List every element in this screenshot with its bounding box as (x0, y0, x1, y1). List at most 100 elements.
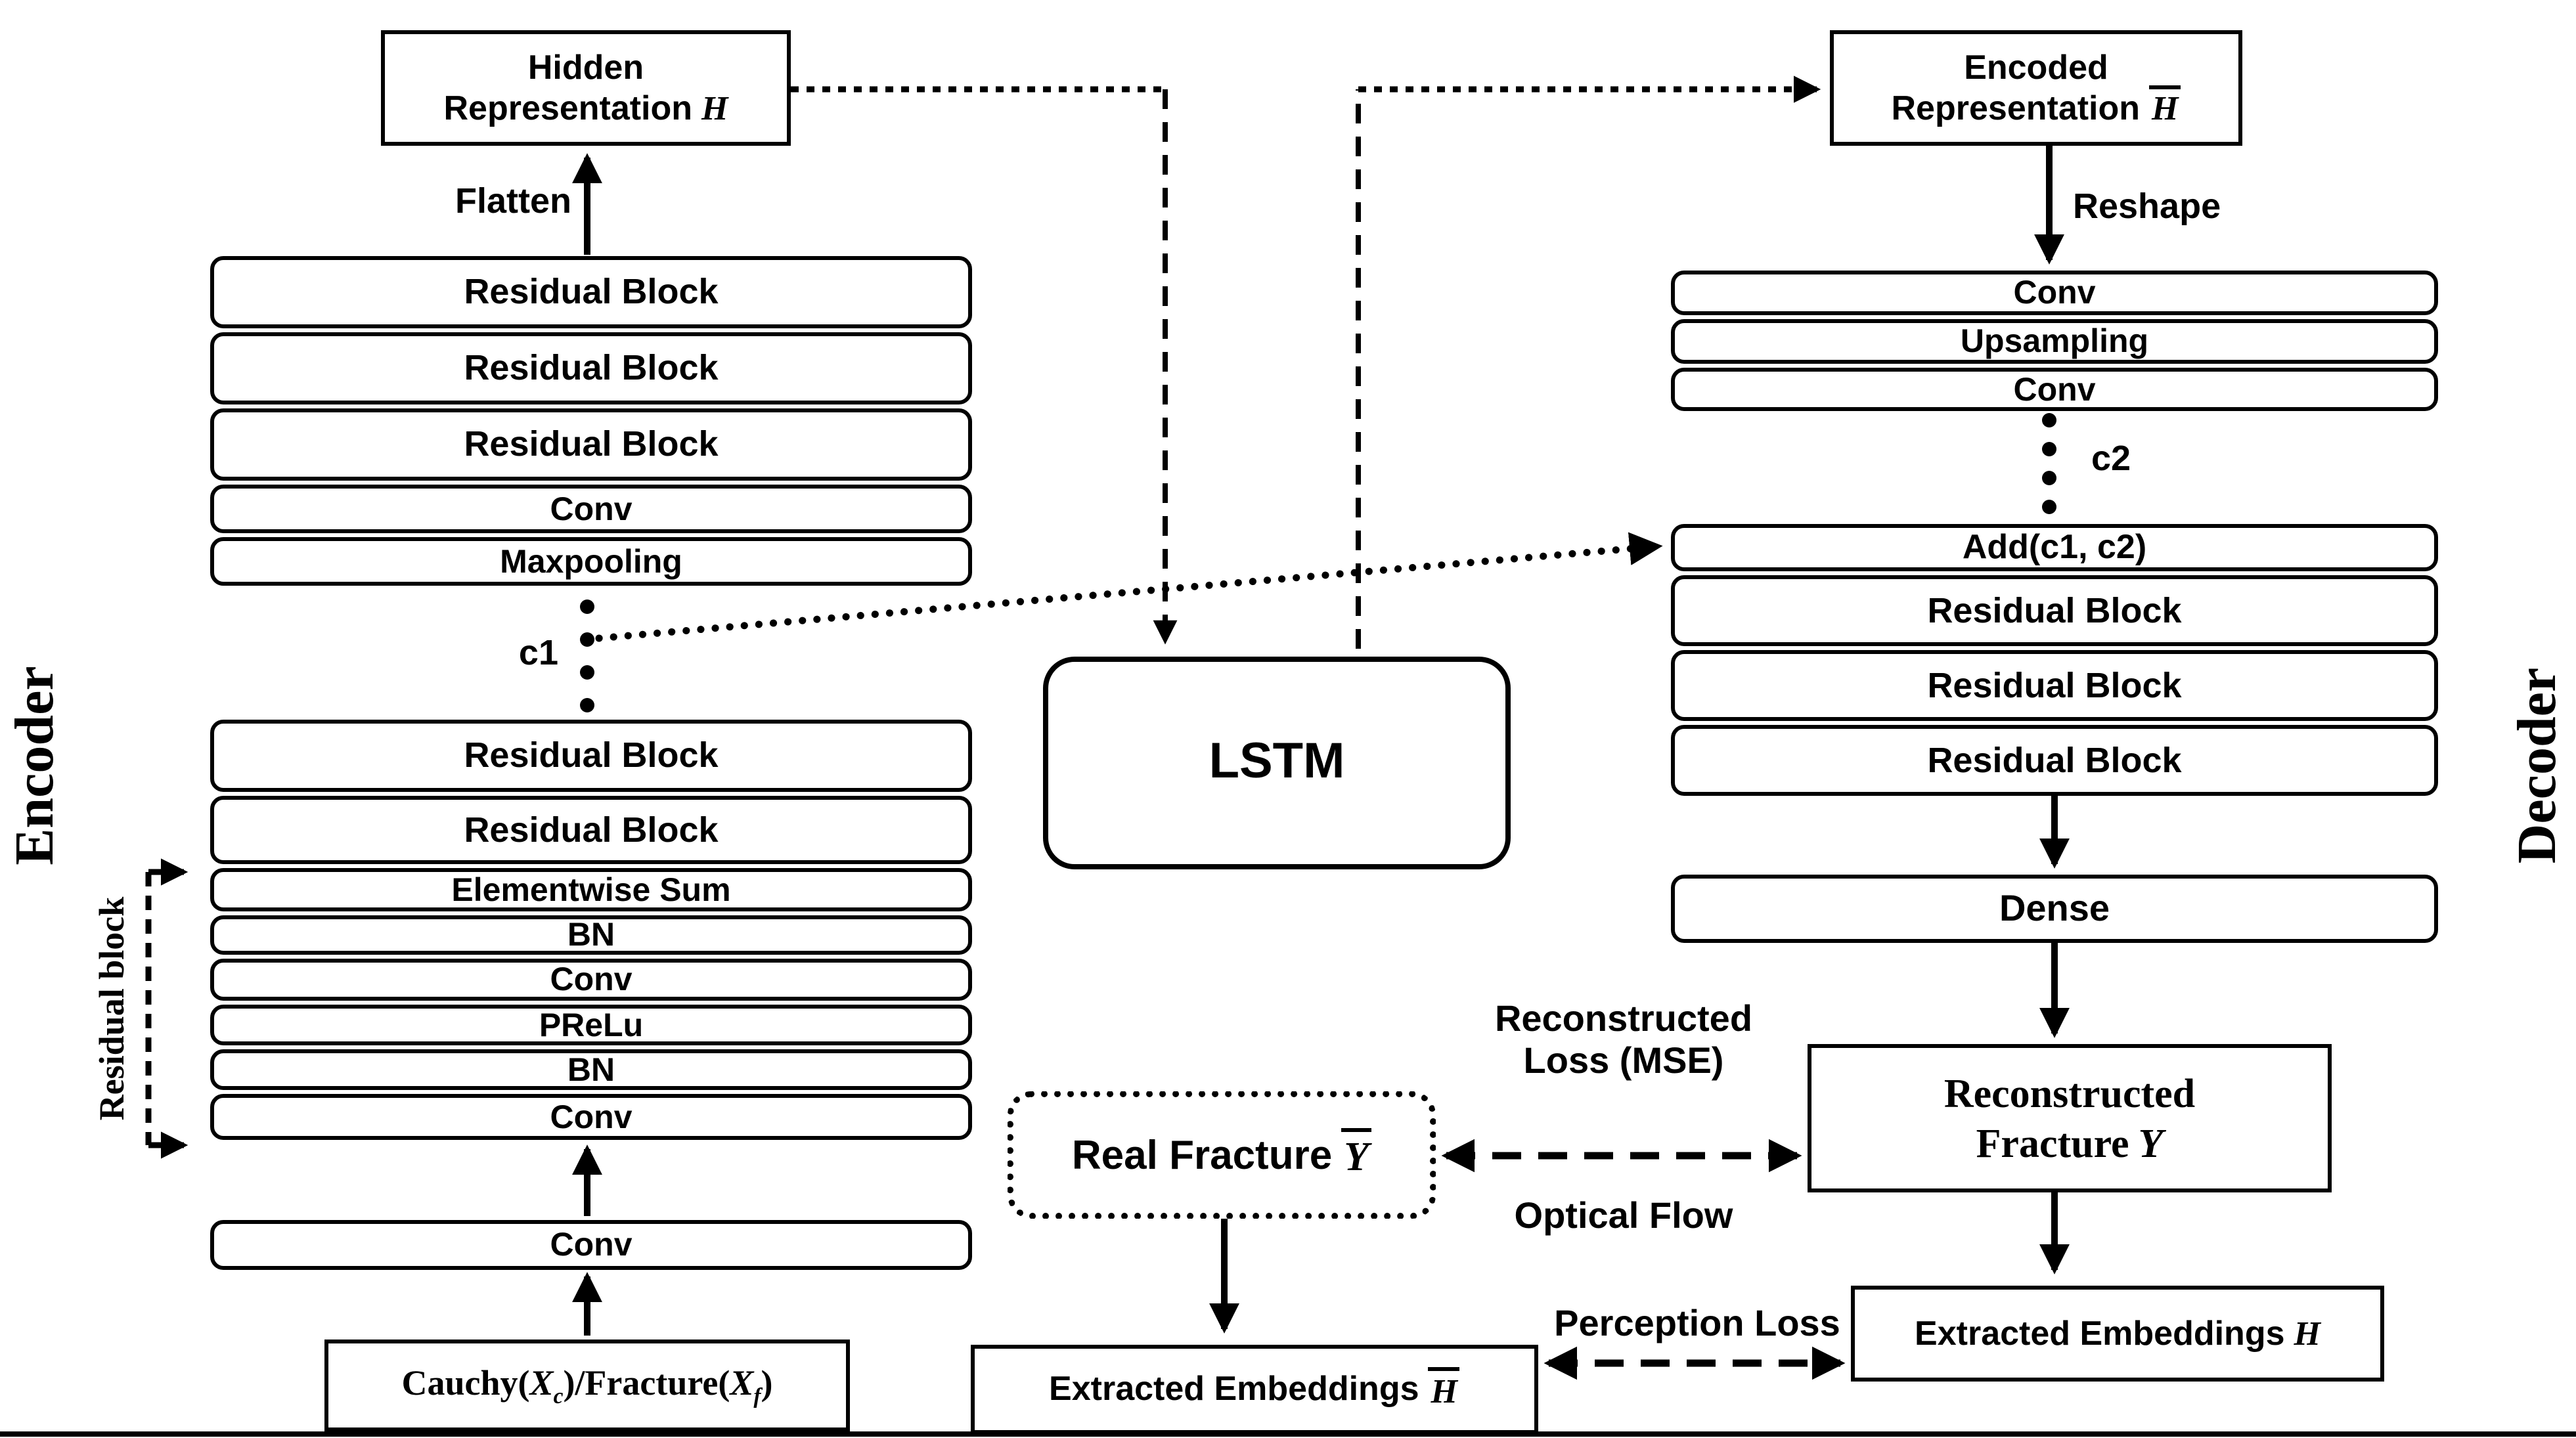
encoder-top-stack-row: Residual Block (210, 332, 972, 404)
row-label: Residual Block (464, 810, 719, 850)
c2-label-text: c2 (2091, 439, 2131, 478)
encoder-lower-stack-row: BN (210, 915, 972, 955)
input-math-X: X (529, 1362, 554, 1403)
residual-block-annotation-text: Residual block (91, 896, 131, 1121)
recon-loss-line2: Loss (MSE) (1523, 1040, 1724, 1081)
encoded-box-math-Hbar: H (2149, 85, 2181, 127)
recon-loss-line1: Reconstructed (1494, 998, 1753, 1039)
perception-loss-label: Perception Loss (1534, 1303, 1860, 1345)
decoder-upper-stack-row: Upsampling (1671, 319, 2438, 364)
decoder-residual-row: Residual Block (1671, 650, 2438, 721)
add-skip-row: Add(c1, c2) (1671, 524, 2438, 571)
encoder-top-stack-row: Residual Block (210, 408, 972, 481)
encoder-lower-stack-row: Residual Block (210, 720, 972, 792)
extracted-hbar-text: Extracted Embeddings (1049, 1368, 1419, 1408)
real-fracture-math-Ybar: Y (1341, 1128, 1372, 1181)
encoder-lower-stack-row: PReLu (210, 1005, 972, 1045)
dense-label: Dense (1999, 888, 2110, 929)
encoder-lower-stack-row: Residual Block (210, 796, 972, 864)
residual-block-annotation: Residual block (89, 864, 134, 1153)
row-label: Conv (550, 1099, 633, 1135)
c1-skip-connection-dotted (595, 532, 1663, 642)
encoder-top-stack-row: Maxpooling (210, 537, 972, 586)
c1-label-text: c1 (518, 633, 558, 672)
optical-flow-text: Optical Flow (1514, 1195, 1733, 1236)
row-label: Residual Block (1927, 665, 2182, 705)
hidden-box-math-H: H (701, 89, 728, 127)
input-sub-f: f (753, 1383, 761, 1408)
row-label: Residual Block (464, 424, 719, 464)
dense-box: Dense (1671, 875, 2438, 943)
decoder-upper-stack-row: Conv (1671, 271, 2438, 315)
decoder-side-label-text: Decoder (2508, 667, 2568, 864)
row-label: PReLu (539, 1007, 644, 1043)
row-label: Residual Block (464, 272, 719, 312)
row-label: Conv (550, 961, 633, 998)
row-label: Upsampling (1960, 323, 2149, 360)
recon-loss-label: Reconstructed Loss (MSE) (1458, 998, 1789, 1082)
input-conv-label: Conv (550, 1227, 633, 1263)
optical-flow-label: Optical Flow (1458, 1195, 1789, 1237)
row-label: Residual Block (464, 735, 719, 775)
encoder-top-stack-row: Conv (210, 485, 972, 533)
decoder-residual-row: Residual Block (1671, 725, 2438, 796)
input-text-seg: Cauchy( (401, 1362, 530, 1403)
input-box: Cauchy(Xc)/Fracture(Xf) (324, 1340, 850, 1431)
row-label: BN (567, 917, 615, 953)
encoder-lower-stack-row: Elementwise Sum (210, 868, 972, 911)
reshape-label-text: Reshape (2073, 186, 2221, 226)
encoded-box-line2: Representation (1891, 88, 2141, 127)
recon-box-line2: Fracture (1976, 1120, 2129, 1166)
flatten-label-text: Flatten (455, 181, 571, 221)
extracted-hbar-math-Hbar: H (1428, 1366, 1460, 1412)
decoder-upper-stack-row: Conv (1671, 368, 2438, 411)
input-text-seg: ) (761, 1362, 773, 1403)
recon-box-math-Y: Y (2138, 1120, 2164, 1166)
input-text-seg: )/Fracture( (563, 1362, 730, 1403)
encoder-lower-stack-row: Conv (210, 959, 972, 1001)
c2-dots (2042, 413, 2056, 514)
encoder-side-label: Encoder (4, 634, 67, 897)
row-label: Residual Block (1927, 590, 2182, 630)
encoder-side-label-text: Encoder (5, 666, 66, 865)
row-label: Conv (550, 490, 633, 527)
c1-dots (580, 599, 594, 712)
recon-box-line1: Reconstructed (1943, 1070, 2196, 1117)
input-sub-c: c (553, 1383, 564, 1408)
row-label: Residual Block (1927, 740, 2182, 780)
input-conv-box: Conv (210, 1220, 972, 1270)
extracted-h-math-H: H (2294, 1314, 2321, 1353)
row-label: Conv (2013, 371, 2096, 408)
encoder-lower-stack-row: BN (210, 1049, 972, 1090)
row-label: BN (567, 1051, 615, 1088)
row-label: Elementwise Sum (451, 871, 731, 908)
encoder-top-stack-row: Residual Block (210, 256, 972, 328)
input-math-X: X (730, 1362, 754, 1403)
row-label: Residual Block (464, 348, 719, 388)
extracted-h-text: Extracted Embeddings (1915, 1313, 2285, 1353)
real-fracture-text: Real Fracture (1071, 1131, 1333, 1178)
decoder-side-label: Decoder (2506, 634, 2569, 897)
encoder-lower-stack-row: Conv (210, 1094, 972, 1140)
lstm-box: LSTM (1043, 657, 1511, 869)
decoder-residual-row: Residual Block (1671, 575, 2438, 646)
row-label: Add(c1, c2) (1962, 527, 2147, 567)
perception-loss-text: Perception Loss (1554, 1303, 1840, 1343)
row-label: Maxpooling (500, 543, 682, 580)
hidden-box-line1: Hidden (527, 47, 644, 87)
encoded-box-line1: Encoded (1964, 47, 2108, 87)
c2-label: c2 (2091, 439, 2131, 479)
flatten-label: Flatten (374, 181, 571, 222)
hidden-box-line2: Representation (443, 88, 693, 127)
reshape-label: Reshape (2073, 186, 2221, 227)
c1-label: c1 (466, 633, 558, 674)
input-box-text: Cauchy(Xc)/Fracture(Xf) (402, 1362, 773, 1410)
